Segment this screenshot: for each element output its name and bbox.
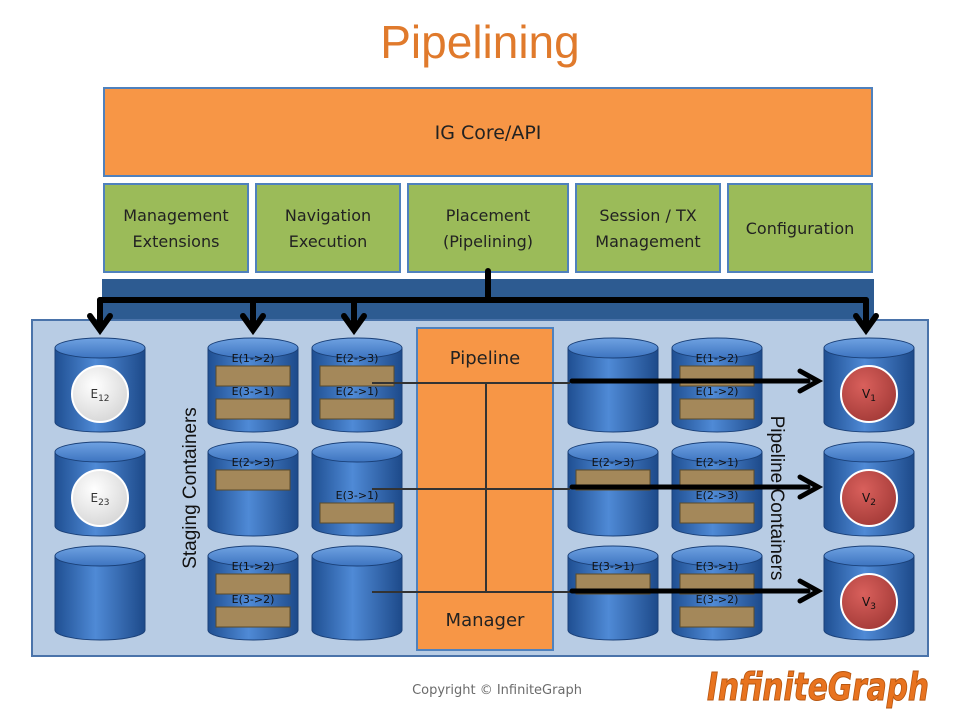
container-badge	[840, 365, 898, 423]
dist-arrowhead-4	[853, 313, 879, 336]
module-row: ManagementExtensionsNavigationExecutionP…	[103, 183, 873, 273]
pipeline-col1-container-1	[567, 337, 659, 433]
edge-label: E(3->1)	[336, 489, 379, 502]
pipeline-col2-container-2: E(2->1) E(2->3)	[671, 441, 763, 537]
svg-text:InfiniteGraph: InfiniteGraph	[707, 665, 929, 709]
copyright-text: Copyright © InfiniteGraph	[412, 683, 582, 698]
module-label-line1: Configuration	[746, 219, 855, 238]
badge-letter: E	[90, 387, 98, 401]
core-api-label: IG Core/API	[435, 122, 542, 144]
svg-text:E23: E23	[90, 491, 109, 508]
staging-col1-container-2: E(2->3)	[207, 441, 299, 537]
edge-label: E(1->2)	[232, 352, 275, 365]
edge-label: E(1->2)	[696, 352, 739, 365]
svg-text:V3: V3	[862, 595, 876, 612]
container-badge	[71, 365, 129, 423]
badge-letter: V	[862, 387, 871, 401]
module-label-line1: Navigation	[285, 206, 371, 225]
edge-label: E(2->3)	[696, 489, 739, 502]
edge-label: E(2->3)	[336, 352, 379, 365]
pipeline-col2-container-3: E(3->1) E(3->2)	[671, 545, 763, 641]
edge-bar	[319, 365, 395, 387]
edge-label: E(3->1)	[592, 560, 635, 573]
dist-arrowhead-1	[87, 313, 113, 336]
staging-col2-container-3	[311, 545, 403, 641]
container-badge	[71, 469, 129, 527]
staging-containers-label: Staging Containers	[180, 407, 201, 569]
containers: E12E23E(1->2)E(3->1)E(2->3)E(1->2)E(3->2…	[54, 337, 915, 641]
core-api-box: IG Core/API	[103, 87, 873, 177]
edge-label: E(3->1)	[696, 560, 739, 573]
dist-arrowhead-2	[240, 313, 266, 336]
module-label-line1: Management	[123, 206, 228, 225]
module-label-line2: Execution	[289, 232, 368, 251]
pipeline-col1-container-3: E(3->1)	[567, 545, 659, 641]
edge-bar	[215, 469, 291, 491]
module-label-line2: (Pipelining)	[443, 232, 533, 251]
pipeline-manager-top-label: Pipeline	[450, 348, 520, 369]
badge-letter: V	[862, 491, 871, 505]
badge-letter: E	[90, 491, 98, 505]
svg-text:V1: V1	[862, 387, 876, 404]
edge-label: E(3->1)	[232, 385, 275, 398]
staging-col2-container-1: E(2->3) E(2->1)	[311, 337, 403, 433]
source-container-3	[54, 545, 146, 641]
container-badge	[840, 469, 898, 527]
module-label-line1: Session / TX	[599, 206, 696, 225]
module-box-4: Session / TX Management	[575, 183, 721, 273]
pipeline-containers-label: Pipeline Containers	[766, 416, 787, 581]
module-label-line1: Placement	[446, 206, 530, 225]
badge-sub: 12	[98, 394, 109, 404]
edge-bar	[319, 398, 395, 420]
edge-label: E(3->2)	[232, 593, 275, 606]
pipeline-col2-container-1: E(1->2) E(1->2)	[671, 337, 763, 433]
infinitegraph-logo: InfiniteGraph	[707, 665, 930, 710]
badge-sub: 3	[870, 602, 876, 612]
edge-bar	[679, 606, 755, 628]
staging-col2-container-2: E(3->1)	[311, 441, 403, 537]
source-container-2: E23	[54, 441, 146, 537]
pipeline-arrows	[569, 368, 824, 604]
edge-label: E(1->2)	[696, 385, 739, 398]
edge-bar	[679, 398, 755, 420]
svg-text:E12: E12	[90, 387, 109, 404]
module-box-5: Configuration	[727, 183, 873, 273]
svg-text:V2: V2	[862, 491, 876, 508]
module-box-3: Placement (Pipelining)	[407, 183, 569, 273]
edge-bar	[215, 365, 291, 387]
edge-bar	[215, 398, 291, 420]
edge-bar	[319, 502, 395, 524]
badge-sub: 1	[870, 394, 876, 404]
dist-arrowhead-3	[341, 313, 367, 336]
edge-bar	[215, 606, 291, 628]
edge-label: E(2->3)	[232, 456, 275, 469]
edge-label: E(2->3)	[592, 456, 635, 469]
container-badge	[840, 573, 898, 631]
edge-label: E(3->2)	[696, 593, 739, 606]
source-container-1: E12	[54, 337, 146, 433]
badge-sub: 2	[870, 498, 876, 508]
vertex-container-3: V3	[823, 545, 915, 641]
pipeline-manager-bottom-label: Manager	[446, 610, 525, 631]
edge-label: E(2->1)	[696, 456, 739, 469]
distribution-arrows	[87, 268, 879, 336]
staging-col1-container-3: E(1->2) E(3->2)	[207, 545, 299, 641]
badge-sub: 23	[98, 498, 109, 508]
vertex-container-2: V2	[823, 441, 915, 537]
badge-letter: V	[862, 595, 871, 609]
module-label-line2: Extensions	[133, 232, 220, 251]
vertex-container-1: V1	[823, 337, 915, 433]
edge-bar	[679, 502, 755, 524]
edge-label: E(1->2)	[232, 560, 275, 573]
edge-bar	[215, 573, 291, 595]
staging-col1-container-1: E(1->2) E(3->1)	[207, 337, 299, 433]
edge-label: E(2->1)	[336, 385, 379, 398]
page-title: Pipelining	[380, 16, 579, 68]
module-label-line2: Management	[595, 232, 700, 251]
flow-lines	[372, 382, 570, 593]
